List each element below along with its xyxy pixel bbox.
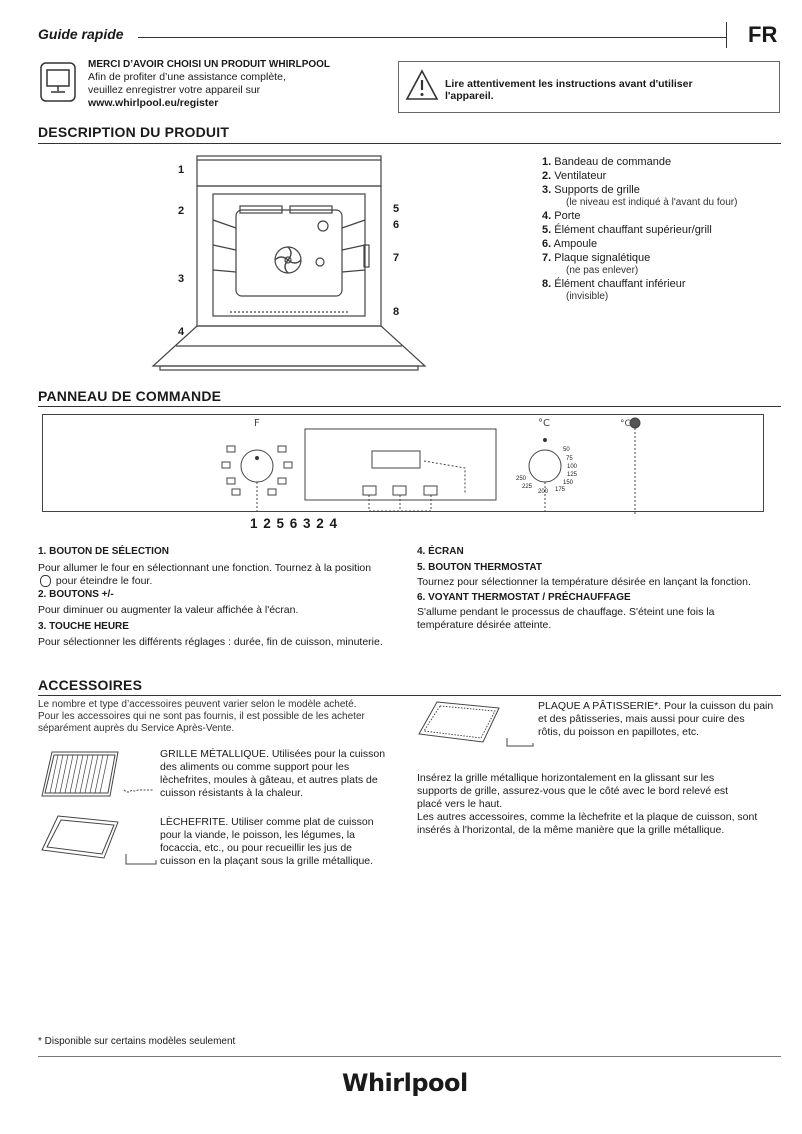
monitor-icon	[40, 62, 76, 107]
intro-line: Pour les accessoires qui ne sont pas fou…	[38, 711, 365, 722]
panel-desc-title: 6. VOYANT THERMOSTAT / PRÉCHAUFFAGE	[417, 592, 631, 603]
plaque-line: PLAQUE A PÂTISSERIE*. Pour la cuisson du…	[538, 700, 774, 712]
lechefrite-illustration	[38, 812, 163, 877]
temp-label: 125	[567, 472, 578, 478]
insert-line: Les autres accessoires, comme la lèchefr…	[417, 811, 758, 823]
legend-subtext: (ne pas enlever)	[566, 265, 639, 276]
temp-label: 150	[563, 480, 574, 486]
panel-desc-body: S'allume pendant le processus de chauffa…	[417, 606, 715, 631]
panel-desc-title: 3. TOUCHE HEURE	[38, 621, 129, 632]
register-line-1: Afin de profiter d’une assistance complè…	[88, 71, 286, 83]
panel-desc-left: 1. BOUTON DE SÉLECTION Pour allumer le f…	[38, 545, 383, 649]
legend-item: 4. Porte	[542, 210, 581, 222]
panel-desc-body: Pour sélectionner les différents réglage…	[38, 636, 383, 648]
section-rule-accessories	[38, 695, 781, 696]
oven-illustration	[140, 150, 440, 380]
lechefrite-line: cuisson en la plaçant sous la grille mét…	[160, 855, 374, 867]
header-rule	[138, 37, 726, 38]
legend-subtext: (le niveau est indiqué à l'avant du four…	[566, 197, 738, 208]
svg-text:°C: °C	[538, 418, 550, 429]
temp-label: 50	[563, 447, 570, 453]
warning-box: Lire attentivement les instructions avan…	[398, 61, 780, 113]
temp-label: 225	[522, 484, 533, 490]
grille-line: cuisson résistants à la chaleur.	[160, 787, 303, 799]
warning-icon	[405, 69, 439, 106]
section-rule-panel	[38, 406, 781, 407]
intro-line: Le nombre et type d’accessoires peuvent …	[38, 699, 357, 710]
description-legend: 1. Bandeau de commande 2. Ventilateur 3.…	[542, 155, 782, 303]
control-panel-diagram: F °C °C	[42, 414, 762, 529]
register-block: MERCI D’AVOIR CHOISI UN PRODUIT WHIRLPOO…	[88, 58, 388, 110]
panel-desc-title: 5. BOUTON THERMOSTAT	[417, 562, 542, 573]
temp-label: 75	[566, 456, 573, 462]
panel-desc-title: 2. BOUTONS +/-	[38, 589, 114, 600]
insert-line: placé vers le haut.	[417, 798, 503, 810]
legend-item: 7. Plaque signalétique	[542, 252, 651, 264]
insert-line: insérés à l'horizontal, de la même maniè…	[417, 824, 725, 836]
callout-7: 7	[393, 252, 400, 264]
insert-instructions: Insérez la grille métallique horizontale…	[417, 772, 782, 837]
grille-line: GRILLE MÉTALLIQUE. Utilisées pour la cui…	[160, 748, 386, 760]
section-title-accessories: ACCESSOIRES	[38, 677, 143, 693]
legend-item: 3. Supports de grille	[542, 184, 640, 196]
panel-desc-title: 4. ÉCRAN	[417, 546, 464, 557]
register-url[interactable]: www.whirlpool.eu/register	[88, 97, 219, 109]
legend-item: 5. Élément chauffant supérieur/grill	[542, 224, 712, 236]
panel-desc-title: 1. BOUTON DE SÉLECTION	[38, 546, 169, 557]
plaque-line: rôtis, du poisson en papillotes, etc.	[538, 726, 700, 738]
svg-text:F: F	[254, 418, 260, 429]
panel-desc-body: Pour allumer le four en sélectionnant un…	[38, 562, 372, 588]
callout-5: 5	[393, 203, 400, 215]
grille-illustration	[38, 748, 158, 813]
register-title: MERCI D’AVOIR CHOISI UN PRODUIT WHIRLPOO…	[88, 59, 331, 70]
grille-line: lèchefrites, moules à gâteau, et autres …	[160, 774, 378, 786]
svg-text:°C: °C	[620, 419, 631, 429]
panel-desc-body: Tournez pour sélectionner la température…	[417, 576, 751, 588]
panel-desc-body: Pour diminuer ou augmenter la valeur aff…	[38, 604, 299, 616]
legend-subtext: (invisible)	[566, 291, 609, 302]
warning-line-2: l'appareil.	[445, 90, 494, 102]
grille-line: des aliments ou comme support pour les	[160, 761, 350, 773]
legend-item: 1. Bandeau de commande	[542, 156, 672, 168]
language-code: FR	[748, 22, 778, 47]
callout-6: 6	[393, 219, 400, 231]
warning-line-1: Lire attentivement les instructions avan…	[445, 78, 693, 90]
lechefrite-line: pour la viande, le poisson, les légumes,…	[160, 829, 355, 841]
callout-2: 2	[178, 205, 185, 217]
insert-line: supports de grille, assurez-vous que le …	[417, 785, 729, 797]
temp-label: 175	[555, 487, 566, 493]
plaque-illustration	[415, 698, 540, 758]
plaque-text: PLAQUE A PÂTISSERIE*. Pour la cuisson du…	[538, 700, 783, 739]
legend-item: 8. Élément chauffant inférieur	[542, 278, 686, 290]
lechefrite-text: LÈCHEFRITE. Utiliser comme plat de cuiss…	[160, 816, 400, 868]
legend-item: 2. Ventilateur	[542, 170, 607, 182]
header-divider	[726, 22, 727, 48]
lechefrite-line: LÈCHEFRITE. Utiliser comme plat de cuiss…	[160, 816, 374, 828]
whirlpool-logo: Whirlpool	[342, 1069, 468, 1097]
temp-label: 200	[538, 489, 549, 495]
register-line-2: veuillez enregistrer votre appareil sur	[88, 84, 261, 96]
footnote: * Disponible sur certains modèles seulem…	[38, 1036, 236, 1047]
guide-title: Guide rapide	[38, 26, 124, 42]
callout-1: 1	[178, 164, 185, 176]
temp-label: 100	[567, 464, 578, 470]
footer-rule	[38, 1056, 781, 1057]
lechefrite-line: focaccia, etc., ou pour recueillir les j…	[160, 842, 353, 854]
panel-desc-right: 4. ÉCRAN 5. BOUTON THERMOSTAT Tournez po…	[417, 545, 767, 632]
panel-callout-numbers: 1 2 5 6 3 2 4	[250, 516, 339, 531]
callout-4: 4	[178, 326, 185, 338]
callout-8: 8	[393, 306, 400, 318]
plaque-line: et des pâtisseries, mais aussi pour cuir…	[538, 713, 745, 725]
section-title-description: DESCRIPTION DU PRODUIT	[38, 124, 230, 140]
callout-3: 3	[178, 273, 185, 285]
intro-line: séparément auprès du Service Après-Vente…	[38, 723, 235, 734]
warning-text: Lire attentivement les instructions avan…	[445, 78, 693, 102]
accessories-intro: Le nombre et type d’accessoires peuvent …	[38, 699, 398, 735]
insert-line: Insérez la grille métallique horizontale…	[417, 772, 715, 784]
temp-label: 250	[516, 476, 527, 482]
section-rule-description	[38, 143, 781, 144]
legend-item: 6. Ampoule	[542, 238, 598, 250]
grille-text: GRILLE MÉTALLIQUE. Utilisées pour la cui…	[160, 748, 400, 800]
section-title-panel: PANNEAU DE COMMANDE	[38, 388, 222, 404]
